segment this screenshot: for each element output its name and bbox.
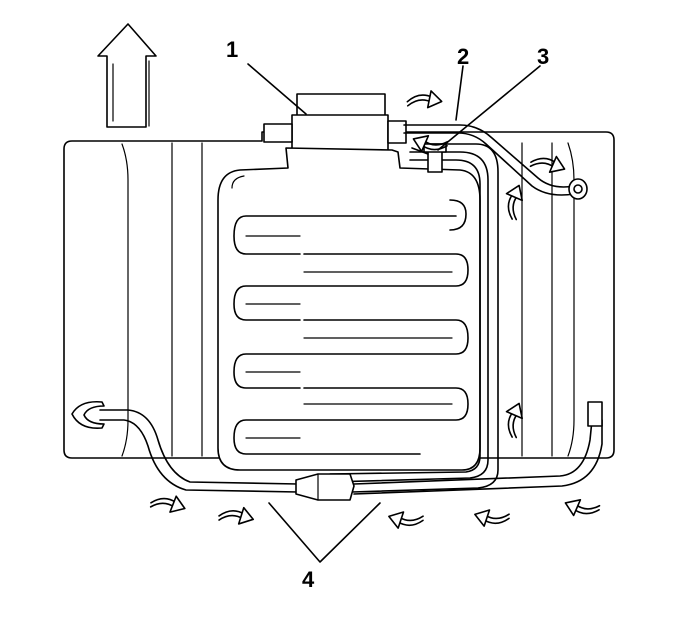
- channel-top-bend: [449, 199, 467, 231]
- reservoir-tank: [217, 147, 481, 471]
- tank-inner-edge: [231, 175, 245, 189]
- serpentine-channels: [233, 215, 469, 455]
- lower-hose-right: [353, 419, 593, 485]
- callout-2: 2: [457, 44, 469, 69]
- flow-arrow-icon: [471, 504, 511, 533]
- plate-rib-left: [121, 142, 203, 457]
- left-stub: [263, 123, 293, 143]
- right-fitting: [568, 178, 588, 200]
- right-stub: [387, 120, 407, 144]
- leader-3: [437, 65, 541, 151]
- leader-2: [455, 65, 464, 121]
- lower-hose-left: [99, 409, 299, 485]
- up-arrow-icon: [97, 23, 157, 128]
- callout-3: 3: [537, 44, 549, 69]
- flow-arrow-icon: [385, 506, 425, 535]
- leader-4: [268, 502, 381, 563]
- return-loop-hose: [329, 151, 489, 483]
- cap-body: [291, 114, 389, 152]
- callout-1: 1: [226, 37, 238, 62]
- flow-arrow-icon: [405, 87, 444, 112]
- flow-arrow-icon: [148, 488, 189, 518]
- up-arrow-shadow: [112, 60, 150, 127]
- callout-4: 4: [302, 567, 315, 592]
- channel-shading: [245, 235, 453, 439]
- plate-rib-right: [521, 142, 575, 457]
- flow-arrow-icon: [217, 501, 257, 529]
- leader-1: [247, 63, 307, 115]
- inline-connector: [295, 473, 355, 501]
- flow-arrow-icon: [561, 493, 602, 524]
- right-hose-end: [587, 401, 603, 427]
- left-hose-end: [71, 400, 105, 430]
